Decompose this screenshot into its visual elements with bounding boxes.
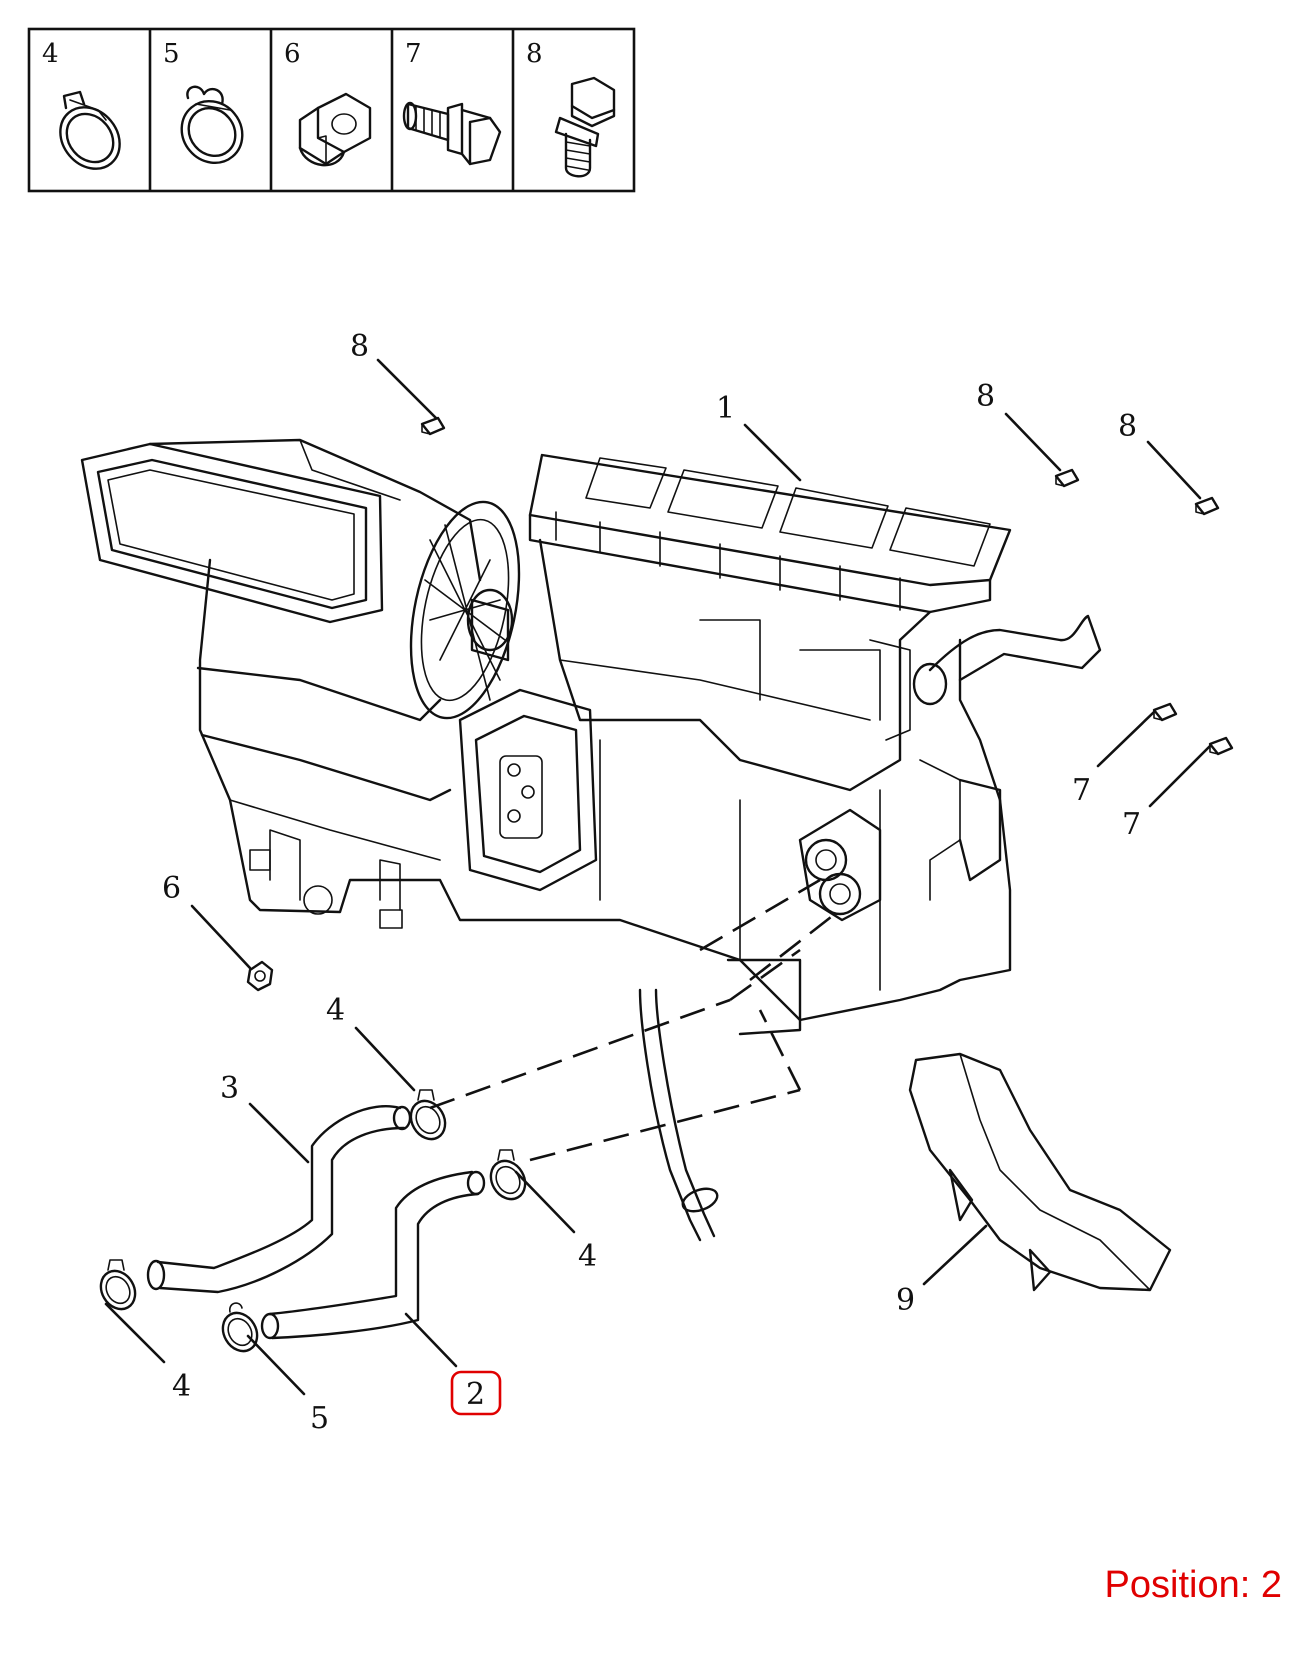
hvac-module-housing bbox=[80, 438, 1102, 1242]
bolt-icon bbox=[1152, 702, 1178, 722]
callout-3: 3 bbox=[220, 1071, 239, 1106]
legend-label-5: 5 bbox=[163, 39, 180, 69]
flange-bolt-icon bbox=[402, 101, 502, 166]
heater-hose-3 bbox=[146, 1105, 412, 1294]
legend-label-8: 8 bbox=[526, 39, 543, 69]
callout-8: 8 bbox=[350, 329, 369, 364]
air-filter-frame bbox=[528, 453, 1012, 614]
mode-door-actuator bbox=[458, 688, 598, 892]
connection-guides bbox=[429, 878, 841, 1162]
clamp-icon bbox=[489, 1149, 527, 1201]
floor-duct bbox=[908, 1052, 1172, 1292]
clamp-icon bbox=[409, 1089, 447, 1141]
nut-icon bbox=[246, 960, 274, 992]
position-label: Position: 2 bbox=[1104, 1564, 1282, 1606]
callout-7: 7 bbox=[1122, 807, 1141, 842]
legend-label-7: 7 bbox=[405, 39, 422, 69]
bolt-icon bbox=[1194, 496, 1220, 516]
callout-1: 1 bbox=[716, 391, 735, 426]
parts-legend-table: 4 5 6 7 8 bbox=[27, 27, 636, 193]
heater-core-ports bbox=[798, 808, 882, 922]
bolt-icon bbox=[1208, 736, 1234, 756]
callout-8: 8 bbox=[976, 379, 995, 414]
blower-fan bbox=[409, 500, 521, 720]
hex-bolt-icon bbox=[554, 76, 616, 178]
callout-2: 2 bbox=[466, 1377, 485, 1412]
hex-nut-icon bbox=[298, 92, 372, 167]
hose-clamp-icon bbox=[59, 90, 121, 170]
legend-label-4: 4 bbox=[42, 39, 59, 69]
highlight-box bbox=[450, 1370, 502, 1416]
spring-clamp-icon bbox=[180, 85, 244, 164]
callout-7: 7 bbox=[1072, 773, 1091, 808]
bolt-icon bbox=[1054, 468, 1080, 488]
callout-9: 9 bbox=[896, 1283, 915, 1318]
heater-hose-2 bbox=[260, 1170, 486, 1340]
callout-5: 5 bbox=[310, 1401, 329, 1436]
leader-lines bbox=[104, 358, 1212, 1396]
legend-label-6: 6 bbox=[284, 39, 301, 69]
callout-8: 8 bbox=[1118, 409, 1137, 444]
callout-4: 4 bbox=[326, 993, 345, 1028]
clamp-icon bbox=[99, 1259, 137, 1311]
callout-4: 4 bbox=[578, 1239, 597, 1274]
callout-4: 4 bbox=[172, 1369, 191, 1404]
callout-6: 6 bbox=[162, 871, 181, 906]
bolt-icon bbox=[420, 416, 446, 436]
spring-clamp-icon bbox=[221, 1302, 259, 1353]
